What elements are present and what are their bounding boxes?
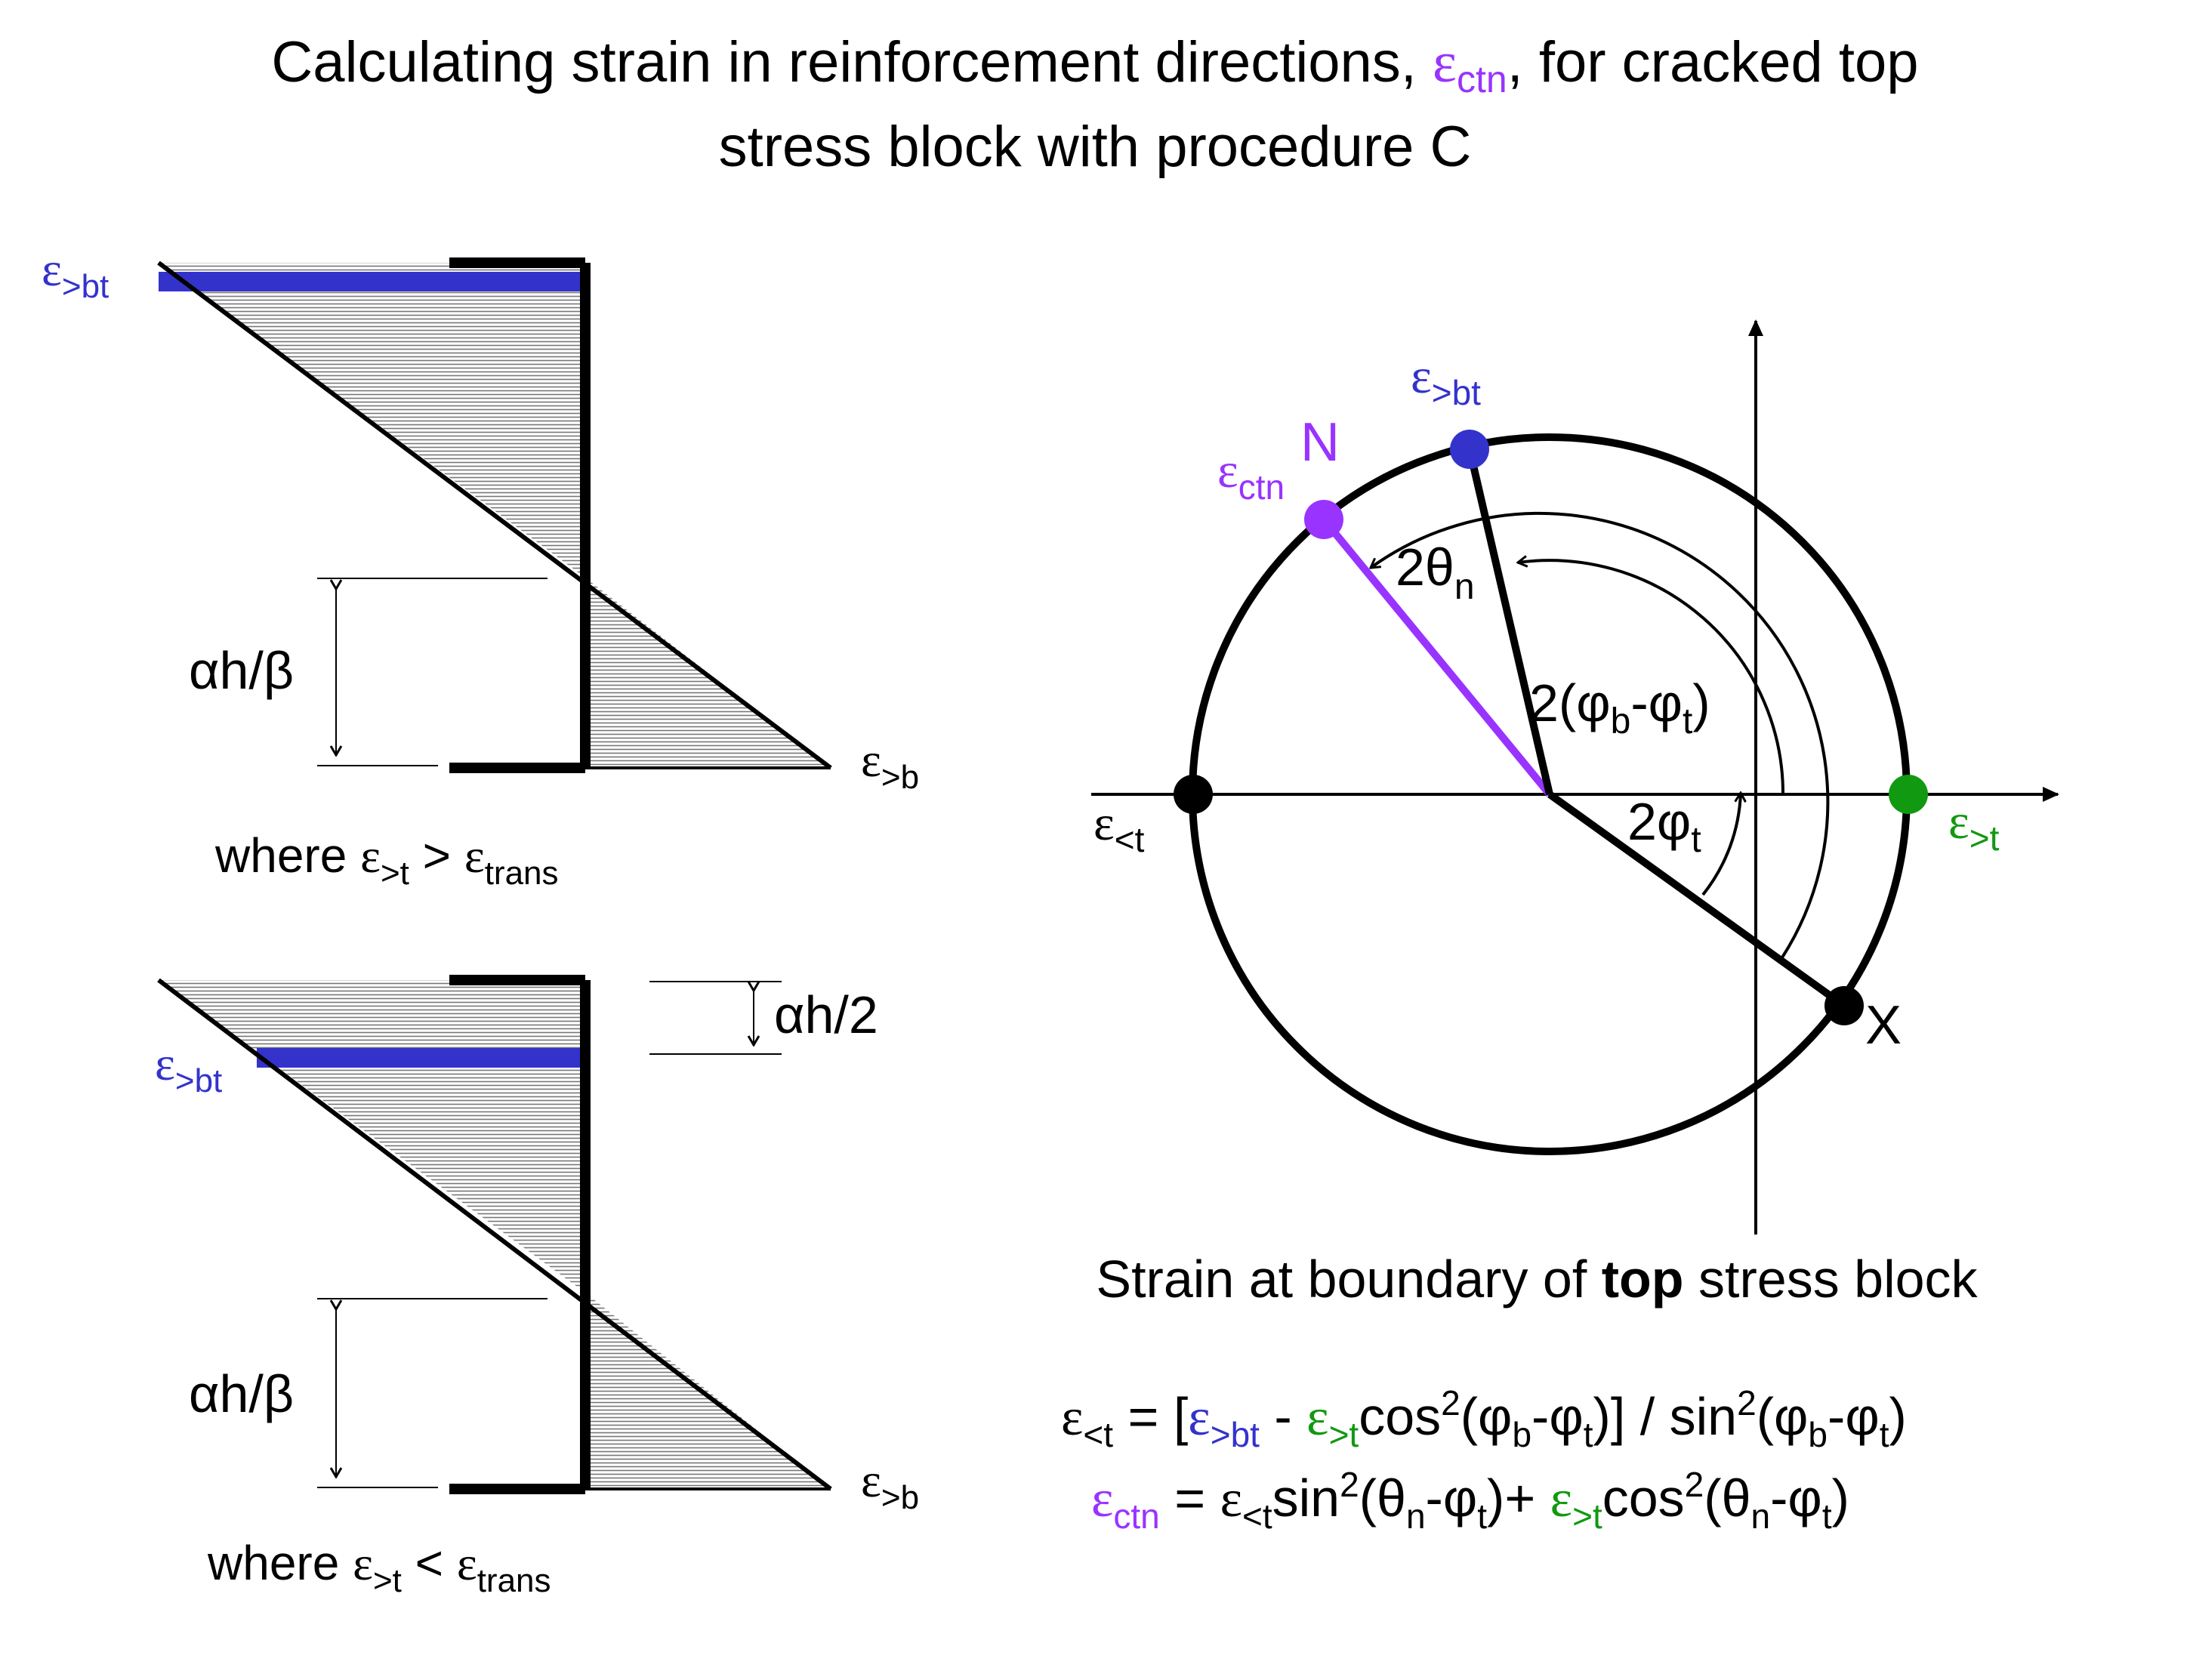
label-2phi-diff: 2(φb-φt): [1529, 674, 1710, 741]
bottom-depth-label: αh/β: [189, 1364, 294, 1423]
bottom-strain-profile: αh/2 ε>bt αh/β ε>b where ε>t < εtrans: [155, 975, 919, 1599]
half-depth-label: αh/2: [774, 985, 878, 1044]
radius-to-eps-bt: [1466, 448, 1553, 796]
label-x: X: [1865, 995, 1902, 1056]
mohr-caption: Strain at boundary of top stress block: [1096, 1250, 1978, 1309]
mohr-circle-diagram: N εctn ε>bt ε<t ε>t X 2θn 2(φb-φt) 2φt: [1091, 319, 2059, 1235]
top-strain-profile: ε>bt αh/β ε>b where ε>t > εtrans: [42, 242, 919, 892]
label-n: N: [1300, 412, 1340, 473]
bottom-eps-b-label: ε>b: [861, 1453, 919, 1516]
point-n: [1304, 500, 1343, 539]
point-eps-lt: [1174, 775, 1213, 814]
eps-bt-band-2: [257, 1048, 585, 1068]
point-x: [1824, 986, 1864, 1025]
arc-2phi: [1701, 793, 1741, 896]
label-eps-gt: ε>t: [1948, 794, 2000, 858]
title-line-1: Calculating strain in reinforcement dire…: [271, 30, 1918, 100]
top-condition: where ε>t > εtrans: [214, 828, 559, 892]
bottom-condition: where ε>t < εtrans: [207, 1536, 551, 1599]
eps-bt-band: [159, 272, 585, 291]
radius-to-x: [1547, 791, 1846, 1010]
label-eps-lt: ε<t: [1093, 796, 1145, 859]
arc-2phi-diff: [1518, 560, 1785, 795]
top-eps-bt-label: ε>bt: [42, 242, 109, 305]
strain-line: [157, 260, 832, 770]
point-eps-gt: [1889, 775, 1928, 814]
label-2theta: 2θn: [1396, 538, 1475, 607]
bottom-eps-bt-label: ε>bt: [155, 1037, 222, 1099]
top-eps-b-label: ε>b: [861, 733, 919, 796]
equation-eps-lt: ε<t = [ε>bt - ε>tcos2(φb-φt)] / sin2(φb-…: [1061, 1383, 1907, 1454]
label-eps-ctn: εctn: [1217, 443, 1285, 507]
label-eps-bt: ε>bt: [1411, 349, 1481, 412]
radius-to-n: [1321, 516, 1553, 797]
top-depth-label: αh/β: [189, 641, 294, 700]
label-2phi: 2φt: [1627, 792, 1701, 860]
strain-line-2: [157, 978, 832, 1491]
equation-eps-ctn: εctn = ε<tsin2(θn-φt)+ ε>tcos2(θn-φt): [1091, 1465, 1849, 1536]
point-eps-bt: [1450, 430, 1489, 469]
title-line-2: stress block with procedure C: [719, 115, 1472, 179]
